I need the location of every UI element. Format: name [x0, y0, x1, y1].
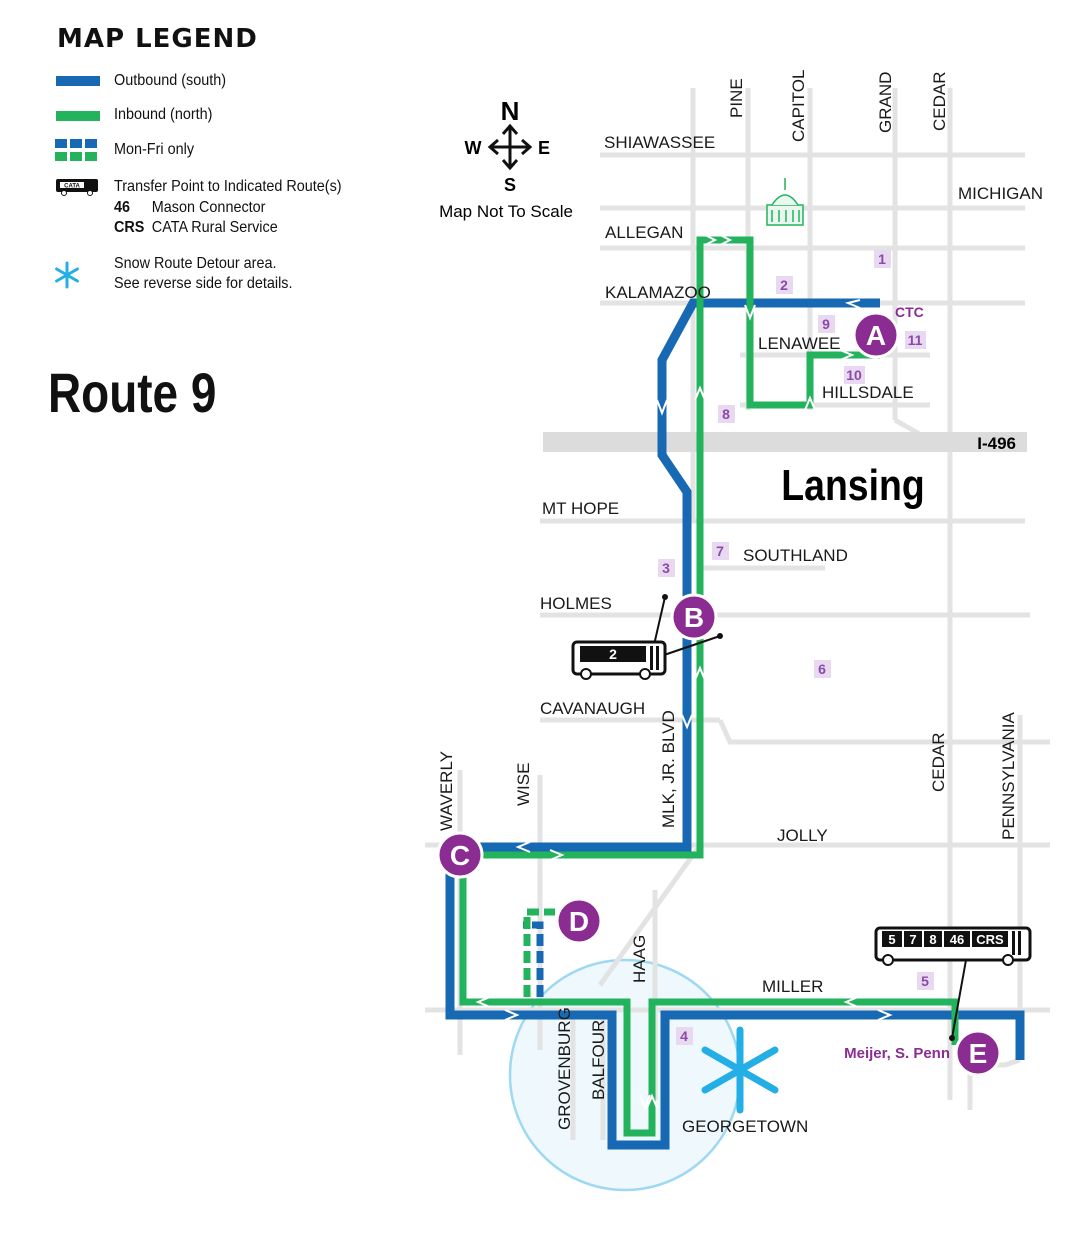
- stop-number: 8: [722, 406, 730, 422]
- street-cavanaugh: CAVANAUGH: [540, 699, 645, 718]
- bus-icon: CATA: [56, 179, 98, 196]
- street-georgetown: GEORGETOWN: [682, 1117, 808, 1136]
- outbound-swatch: [56, 76, 100, 86]
- street-allegan: ALLEGAN: [605, 223, 683, 242]
- street-cedar-north: CEDAR: [930, 71, 949, 131]
- stop-number: 6: [818, 661, 826, 677]
- legend-snow-line1: Snow Route Detour area.: [114, 255, 277, 272]
- timepoint-e-label: Meijer, S. Penn: [844, 1045, 950, 1062]
- timepoint-a-label: CTC: [895, 304, 924, 320]
- road-grid: [425, 88, 1050, 1140]
- street-miller: MILLER: [762, 977, 823, 996]
- transfer-bus-e: 5 7 8 46 CRS: [874, 926, 1032, 1041]
- street-pennsylvania: PENNSYLVANIA: [999, 711, 1018, 840]
- inbound-swatch: [56, 111, 100, 121]
- timepoint-d: D: [555, 897, 603, 945]
- inbound-route: [459, 236, 959, 1137]
- street-southland: SOUTHLAND: [743, 546, 848, 565]
- bus-b-route: 2: [609, 646, 617, 662]
- street-balfour: BALFOUR: [589, 1020, 608, 1100]
- legend-inbound: Inbound (north): [114, 106, 213, 123]
- svg-text:A: A: [866, 320, 886, 351]
- stop-number: 9: [822, 316, 830, 332]
- street-pine: PINE: [727, 78, 746, 118]
- bus-icon-label: CATA: [64, 184, 80, 190]
- street-capitol: CAPITOL: [789, 70, 808, 142]
- timepoint-b: B: [670, 593, 718, 641]
- svg-text:B: B: [684, 602, 704, 633]
- bus-e-route: CRS: [976, 932, 1004, 947]
- timepoint-a: A CTC: [852, 304, 924, 359]
- bus-e-route: 5: [888, 932, 895, 947]
- stop-number: 10: [846, 367, 862, 383]
- stop-number: 11: [908, 332, 923, 348]
- direction-arrows: [475, 234, 893, 1111]
- compass-n: N: [501, 96, 520, 126]
- svg-text:D: D: [569, 906, 589, 937]
- stop-number: 4: [680, 1028, 688, 1044]
- street-mt-hope: MT HOPE: [542, 499, 619, 518]
- street-holmes: HOLMES: [540, 594, 612, 613]
- legend-title: MAP LEGEND: [57, 24, 258, 54]
- weekday-dashed-swatch: [55, 139, 97, 161]
- stop-numbers: 1 2 3 4 5 6 7 8 9 10 11: [658, 250, 934, 1045]
- svg-text:E: E: [969, 1038, 988, 1069]
- bus-e-route: 7: [909, 932, 916, 947]
- street-grovenburg: GROVENBURG: [555, 1007, 574, 1130]
- street-grand: GRAND: [876, 72, 895, 133]
- timepoint-e: E Meijer, S. Penn: [844, 1029, 1002, 1077]
- compass-e: E: [538, 138, 550, 158]
- street-hillsdale: HILLSDALE: [822, 383, 914, 402]
- snow-detour-snowflake-icon: [701, 1026, 779, 1114]
- street-haag: HAAG: [630, 935, 649, 983]
- timepoint-c: C: [436, 831, 484, 879]
- route-title: Route 9: [48, 361, 217, 424]
- street-lenawee: LENAWEE: [758, 334, 841, 353]
- stop-number: 1: [878, 251, 886, 267]
- capitol-icon: [766, 178, 804, 226]
- stop-number: 5: [921, 973, 929, 989]
- svg-text:C: C: [450, 840, 470, 871]
- street-shiawassee: SHIAWASSEE: [604, 133, 715, 152]
- legend-transfer: Transfer Point to Indicated Route(s): [114, 178, 342, 195]
- legend-weekday: Mon-Fri only: [114, 141, 195, 158]
- legend-outbound: Outbound (south): [114, 72, 227, 89]
- compass-s: S: [504, 175, 516, 195]
- transfer-bus-b: 2: [571, 594, 723, 680]
- legend-snow-line2: See reverse side for details.: [114, 275, 293, 292]
- street-cedar-south: CEDAR: [929, 732, 948, 792]
- street-michigan: MICHIGAN: [958, 184, 1043, 203]
- city-label: Lansing: [781, 460, 924, 510]
- i496-highway: [543, 432, 1027, 452]
- weekday-spur: [523, 908, 555, 997]
- street-jolly: JOLLY: [777, 826, 828, 845]
- bus-e-route: 8: [929, 932, 936, 947]
- street-waverly: WAVERLY: [437, 751, 456, 831]
- street-kalamazoo: KALAMAZOO: [605, 283, 711, 302]
- street-i496: I-496: [977, 434, 1016, 453]
- stop-number: 2: [780, 277, 788, 293]
- street-mlk: MLK, JR. BLVD: [659, 710, 678, 828]
- compass-icon: [487, 123, 533, 171]
- bus-e-route: 46: [950, 932, 964, 947]
- stop-number: 7: [716, 543, 724, 559]
- map-scale-note: Map Not To Scale: [439, 202, 573, 221]
- street-wise: WISE: [514, 763, 533, 806]
- snowflake-icon: [55, 261, 79, 289]
- outbound-route: [445, 298, 1025, 1150]
- compass-w: W: [465, 138, 482, 158]
- stop-number: 3: [662, 560, 670, 576]
